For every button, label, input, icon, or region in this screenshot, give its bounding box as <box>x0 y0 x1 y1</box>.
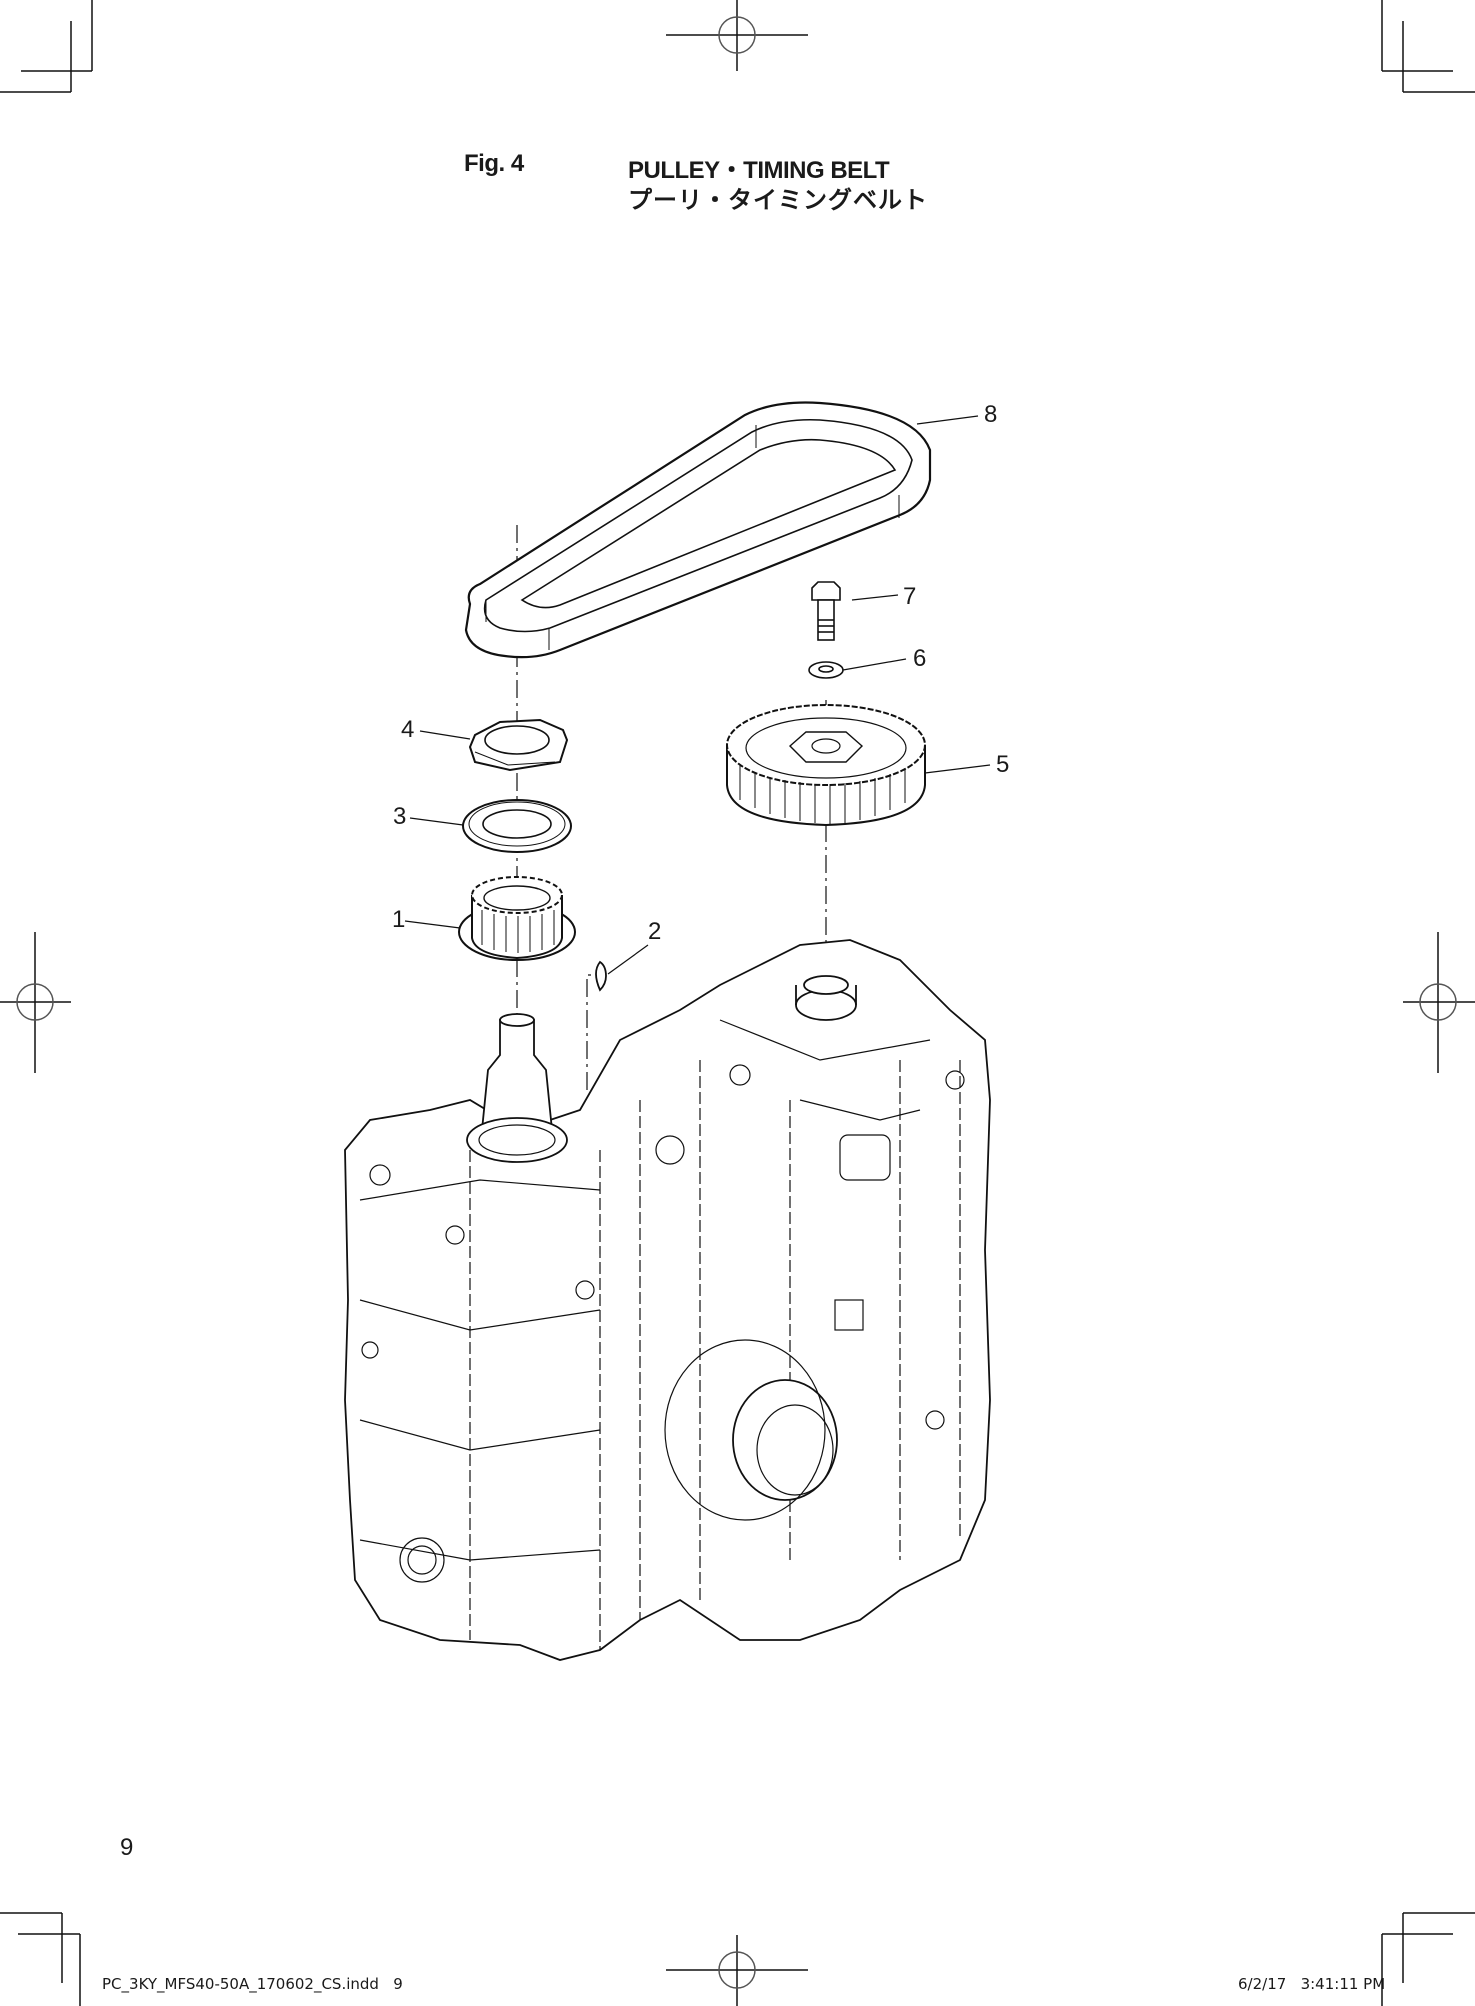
callout-7: 7 <box>903 583 917 610</box>
woodruff-key-part <box>595 960 607 992</box>
callout-6: 6 <box>913 645 927 672</box>
figure-title-english: PULLEY・TIMING BELT <box>628 157 890 184</box>
bolt-part <box>811 581 841 641</box>
callout-2: 2 <box>648 918 662 945</box>
engine-block <box>344 939 991 1661</box>
washer-plate-part <box>462 799 572 853</box>
leader-lines <box>404 415 991 975</box>
timing-belt-part <box>464 401 932 659</box>
footer-filename: PC_3KY_MFS40-50A_170602_CS.indd 9 <box>102 1975 403 1993</box>
registration-mark-right <box>1403 932 1475 1073</box>
callout-1: 1 <box>392 906 406 933</box>
callout-8: 8 <box>984 401 998 428</box>
callout-4: 4 <box>401 716 415 743</box>
registration-mark-left <box>0 932 71 1073</box>
driven-pulley-part <box>726 704 926 827</box>
drive-pulley-part <box>458 876 576 961</box>
registration-mark-top <box>666 0 808 71</box>
page-number: 9 <box>120 1834 134 1861</box>
figure-title-japanese: プーリ・タイミングベルト <box>628 186 928 214</box>
callout-5: 5 <box>996 751 1010 778</box>
washer-part <box>808 661 844 679</box>
callout-3: 3 <box>393 803 407 830</box>
figure-label: Fig. 4 <box>464 150 524 177</box>
footer-timestamp: 6/2/17 3:41:11 PM <box>1238 1975 1386 1993</box>
registration-mark-bottom <box>666 1935 808 2006</box>
nut-part <box>468 718 569 772</box>
